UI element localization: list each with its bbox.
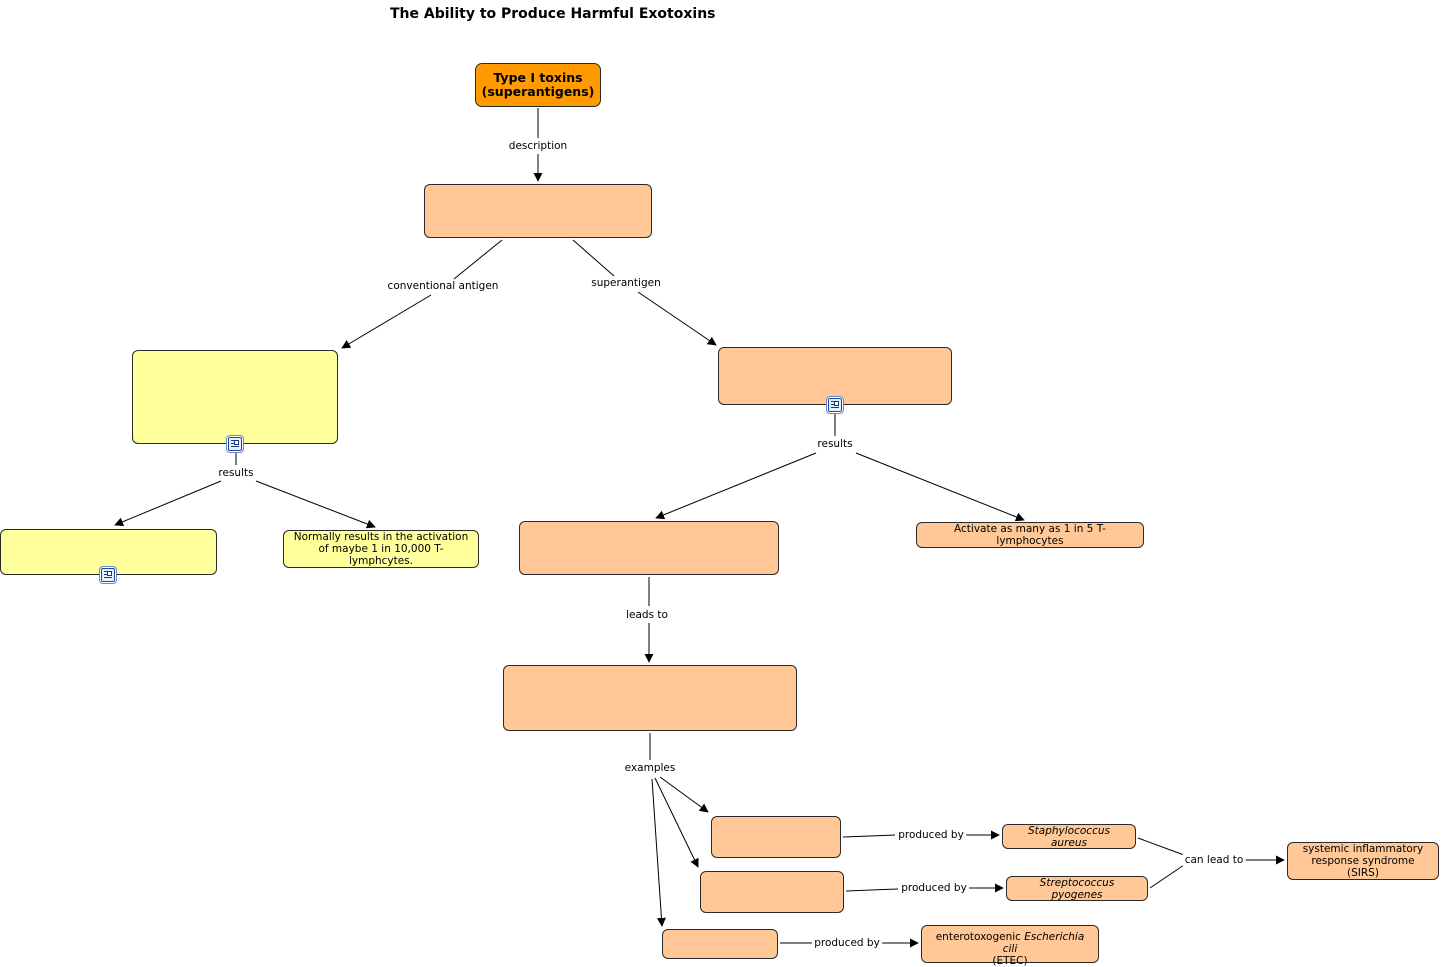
link-label-results-left: results — [216, 467, 256, 479]
connector-results-to-mid — [655, 452, 817, 520]
node-conventional-result[interactable] — [0, 529, 217, 575]
connector-conventional-to-left — [341, 294, 432, 349]
connector-box-to-conventional — [453, 239, 503, 280]
link-label-produced-by-3: produced by — [812, 937, 882, 949]
connector-examples-to-ex3 — [651, 778, 666, 927]
node-activate-as-many-label: Activate as many as 1 in 5 T-lymphocytes — [954, 523, 1106, 547]
node-etec-suffix: (ETEC) — [992, 955, 1028, 967]
link-label-leads-to: leads to — [624, 609, 670, 621]
connector-results-to-left-child — [114, 480, 222, 527]
node-type1-toxins[interactable]: Type I toxins (superantigens) — [475, 63, 601, 107]
connector-staph-to-canleadto — [1137, 837, 1185, 856]
connector-results-to-activate — [855, 452, 1025, 522]
connector-ex2-to-producedby — [845, 888, 899, 892]
node-normally-results-label: Normally results in the activation of ma… — [293, 531, 469, 567]
document-icon[interactable] — [828, 398, 842, 412]
link-label-produced-by-1: produced by — [896, 829, 966, 841]
node-example-1[interactable] — [711, 816, 841, 858]
connector-box-to-superantigen — [572, 239, 615, 277]
link-label-can-lead-to: can lead to — [1182, 854, 1246, 866]
node-description[interactable] — [424, 184, 652, 238]
node-streptococcus-pyogenes-label: Streptococcus pyogenes — [1039, 876, 1115, 901]
node-sirs-label: systemic inflammatory response syndrome … — [1302, 843, 1424, 879]
node-sirs[interactable]: systemic inflammatory response syndrome … — [1287, 842, 1439, 880]
node-etec-italic: Escherichia cili — [1002, 931, 1085, 955]
node-normally-results[interactable]: Normally results in the activation of ma… — [283, 530, 479, 568]
connector-results-to-normally — [255, 480, 376, 529]
connector-ex1-to-producedby — [842, 834, 896, 838]
node-example-2[interactable] — [700, 871, 844, 913]
node-conventional-antigen[interactable] — [132, 350, 338, 444]
node-activate-as-many[interactable]: Activate as many as 1 in 5 T-lymphocytes — [916, 522, 1144, 548]
node-etec-prefix: enterotoxogenic — [935, 931, 1025, 943]
connector-strep-to-canleadto — [1149, 864, 1185, 889]
node-leads-to-result[interactable] — [503, 665, 797, 731]
connector-examples-to-ex2 — [654, 777, 699, 868]
link-label-results-right: results — [815, 438, 855, 450]
document-icon[interactable] — [101, 568, 115, 582]
node-staphylococcus-aureus[interactable]: Staphylococcus aureus — [1002, 824, 1136, 849]
node-streptococcus-pyogenes[interactable]: Streptococcus pyogenes — [1006, 876, 1148, 901]
connector-superantigen-to-right — [637, 291, 717, 346]
node-etec[interactable]: enterotoxogenic Escherichia cili (ETEC) — [921, 925, 1099, 967]
link-label-superantigen: superantigen — [589, 277, 663, 289]
link-label-examples: examples — [622, 762, 678, 774]
node-superantigen[interactable] — [718, 347, 952, 405]
node-type1-toxins-label: Type I toxins (superantigens) — [481, 70, 595, 99]
node-staphylococcus-aureus-label: Staphylococcus aureus — [1028, 824, 1110, 849]
connector-examples-to-ex1 — [659, 776, 709, 813]
document-icon[interactable] — [228, 437, 242, 451]
link-label-conventional-antigen: conventional antigen — [385, 280, 501, 292]
node-superantigen-result[interactable] — [519, 521, 779, 575]
link-label-description: description — [506, 140, 570, 152]
map-title: The Ability to Produce Harmful Exotoxins — [390, 6, 716, 22]
node-example-3[interactable] — [662, 929, 778, 959]
link-label-produced-by-2: produced by — [899, 882, 969, 894]
